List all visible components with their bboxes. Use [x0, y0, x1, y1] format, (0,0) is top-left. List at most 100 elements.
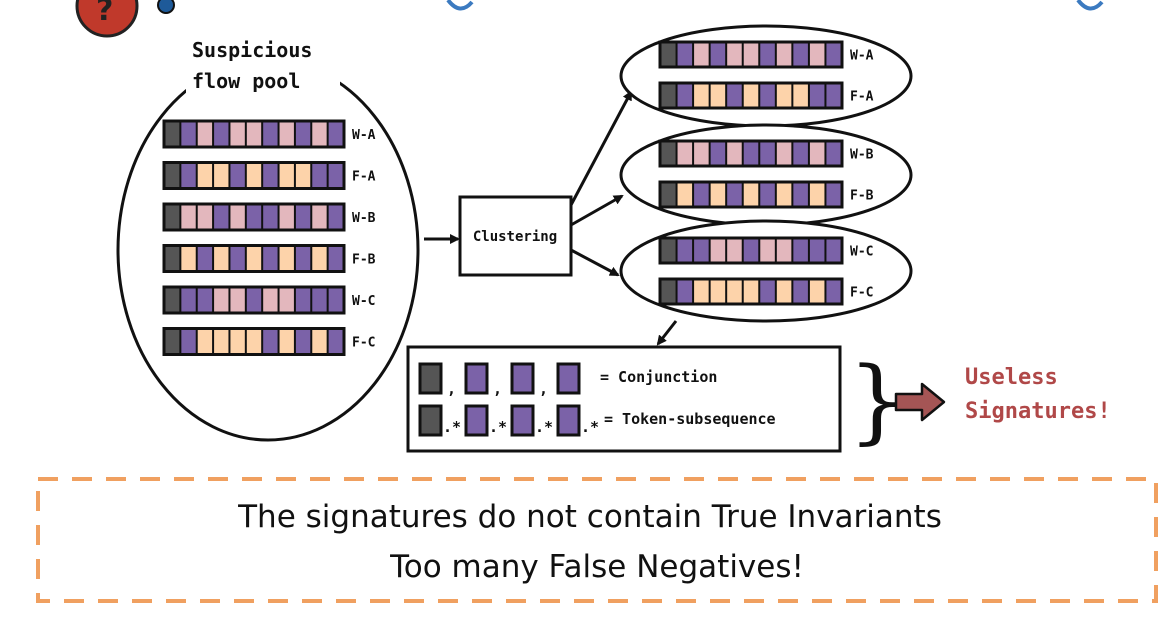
- flow-border: [658, 81, 844, 110]
- flow-token: [825, 238, 843, 263]
- flow-token: [726, 83, 744, 108]
- flow-token: [213, 287, 230, 313]
- flow-token: [327, 204, 345, 230]
- flow-token: [311, 245, 328, 272]
- flow-token: [229, 287, 247, 313]
- flow-token: [726, 279, 744, 304]
- cluster-1: W-A F-A: [619, 24, 913, 128]
- flow-token: [693, 238, 710, 263]
- flow-border: [658, 180, 844, 209]
- arrow-to-cluster-3: [570, 248, 620, 277]
- flow-label: W-A: [352, 128, 376, 143]
- flow-token: [759, 279, 777, 304]
- flow-token: [742, 182, 760, 207]
- flow-token: [693, 83, 710, 108]
- flow-token: [775, 182, 793, 207]
- useless-line1: Useless: [965, 365, 1058, 390]
- flow-token: [825, 141, 843, 166]
- flow-token: [792, 182, 810, 207]
- flow-token: [213, 328, 230, 355]
- token-purple: [464, 404, 489, 437]
- flow-token: [775, 83, 793, 108]
- flow-token: [660, 83, 677, 108]
- flow-token: [759, 182, 777, 207]
- flow-token: [196, 162, 214, 189]
- flow-token: [693, 141, 710, 166]
- flow-token: [196, 204, 214, 230]
- flow-token: [311, 328, 328, 355]
- flow-token: [825, 42, 843, 67]
- flow-token: [245, 121, 263, 147]
- flow-token: [229, 245, 247, 272]
- flow-token: [164, 287, 181, 313]
- flow-token: [808, 279, 826, 304]
- flow-token: [693, 279, 710, 304]
- flow-token: [792, 238, 810, 263]
- flow-border: [162, 119, 346, 149]
- arrow-cluster-to-signatures: [656, 320, 678, 346]
- cluster-3-flows: W-C F-C: [658, 236, 873, 306]
- wildcard-sep: .*: [443, 418, 461, 436]
- flow-label: F-B: [850, 189, 874, 204]
- flow-token: [775, 279, 793, 304]
- flow-token: [709, 141, 727, 166]
- flow-token: [676, 83, 694, 108]
- clustering-box: Clustering: [458, 195, 573, 277]
- flow-token: [726, 182, 744, 207]
- flow-token: [245, 287, 263, 313]
- flow-token: [742, 238, 760, 263]
- flow-token: [278, 162, 296, 189]
- flow-token: [180, 204, 198, 230]
- flow-token: [327, 245, 345, 272]
- flow-token: [676, 182, 694, 207]
- token-purple: [556, 404, 581, 437]
- flow-token: [262, 245, 279, 272]
- flow-token: [726, 141, 744, 166]
- clustering-label: Clustering: [473, 229, 557, 245]
- flow-token: [825, 83, 843, 108]
- header-fragment-decoration: [446, 0, 1104, 11]
- flow-token: [213, 245, 230, 272]
- pool-title-line2: flow pool: [192, 69, 300, 93]
- pool-title-line1: Suspicious: [192, 38, 312, 62]
- flow-token: [759, 141, 777, 166]
- flow-token: [196, 328, 214, 355]
- flow-token: [660, 279, 677, 304]
- flow-token: [164, 204, 181, 230]
- flow-token: [709, 83, 727, 108]
- flow-border: [658, 40, 844, 69]
- flow-token: [278, 287, 296, 313]
- flow-token: [808, 141, 826, 166]
- flow-token: [229, 204, 247, 230]
- flow-token: [229, 162, 247, 189]
- flow-label: F-A: [850, 90, 874, 105]
- pool-flow-list: W-AF-AW-BF-BW-CF-C: [162, 119, 376, 356]
- arrow-to-cluster-1: [569, 90, 633, 206]
- flow-token: [676, 238, 694, 263]
- flow-token: [792, 42, 810, 67]
- flow-token: [660, 238, 677, 263]
- flow-token: [196, 245, 214, 272]
- flow-label: F-A: [352, 170, 376, 185]
- flow-w-b: W-B: [162, 202, 376, 232]
- flow-token: [262, 328, 279, 355]
- flow-label: W-C: [850, 245, 873, 260]
- flow-token: [759, 238, 777, 263]
- flow-token: [294, 328, 312, 355]
- flow-token: [693, 42, 710, 67]
- flow-token: [196, 287, 214, 313]
- flow-token: [213, 162, 230, 189]
- flow-f-b: F-B: [658, 180, 874, 209]
- suspicious-flow-pool: Suspicious flow pool W-AF-AW-BF-BW-CF-C: [116, 34, 420, 442]
- comma-sep: ,: [493, 380, 502, 398]
- useless-line2: Signatures!: [965, 399, 1111, 424]
- flow-token: [759, 83, 777, 108]
- flow-token: [180, 162, 198, 189]
- flow-w-a: W-A: [658, 40, 874, 69]
- flow-label: F-C: [850, 286, 873, 301]
- flow-token: [808, 182, 826, 207]
- flow-token: [825, 182, 843, 207]
- flow-token: [709, 42, 727, 67]
- flow-token: [262, 121, 279, 147]
